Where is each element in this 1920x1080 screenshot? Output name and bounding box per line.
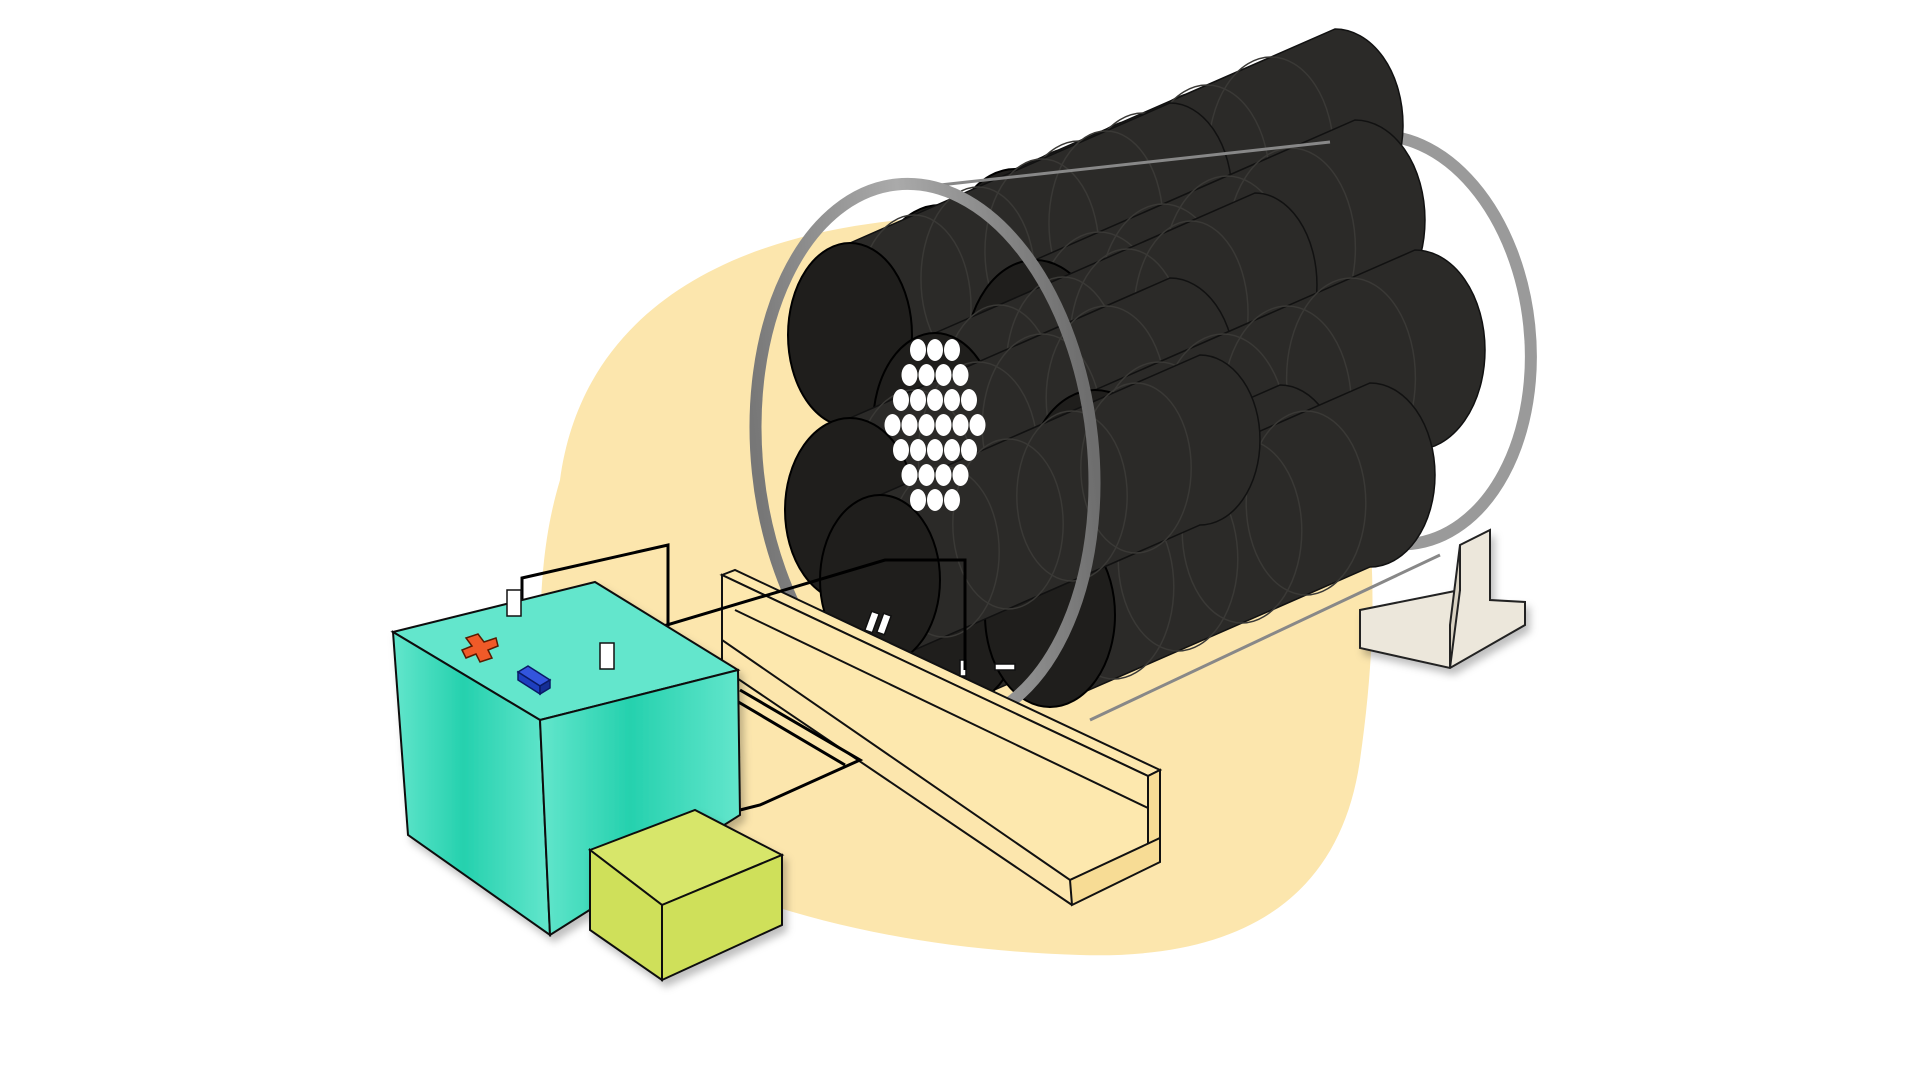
hole — [935, 464, 952, 486]
hole — [952, 464, 969, 486]
hole — [910, 389, 926, 411]
hole — [961, 389, 977, 411]
hole — [927, 439, 943, 461]
hole — [944, 339, 960, 361]
hole — [918, 414, 935, 436]
hole — [961, 439, 977, 461]
hole — [918, 364, 935, 386]
hole — [910, 439, 926, 461]
hole — [927, 339, 943, 361]
support-stand — [1359, 528, 1526, 670]
hole — [893, 439, 909, 461]
hole — [901, 414, 918, 436]
hole — [884, 414, 901, 436]
hole — [969, 414, 986, 436]
hole — [910, 489, 926, 511]
hole — [910, 339, 926, 361]
controller-box — [587, 808, 785, 982]
hole — [927, 489, 943, 511]
tube-bundle — [784, 28, 1486, 709]
hole — [944, 489, 960, 511]
hole — [901, 364, 918, 386]
angle-rail — [719, 568, 1163, 907]
plus-icon — [460, 633, 499, 663]
hole — [944, 389, 960, 411]
hole — [901, 464, 918, 486]
hole — [927, 389, 943, 411]
hole — [952, 364, 969, 386]
terminal-post-right — [599, 642, 615, 670]
hole — [935, 364, 952, 386]
housing-edge-bottom — [1089, 553, 1441, 722]
hole — [944, 439, 960, 461]
terminal-post-left — [506, 589, 522, 617]
hole — [893, 389, 909, 411]
hole — [952, 414, 969, 436]
hole — [918, 464, 935, 486]
hole — [935, 414, 952, 436]
housing-edge-top — [939, 140, 1331, 187]
minus-icon — [516, 665, 552, 696]
tube-holes — [884, 339, 986, 511]
